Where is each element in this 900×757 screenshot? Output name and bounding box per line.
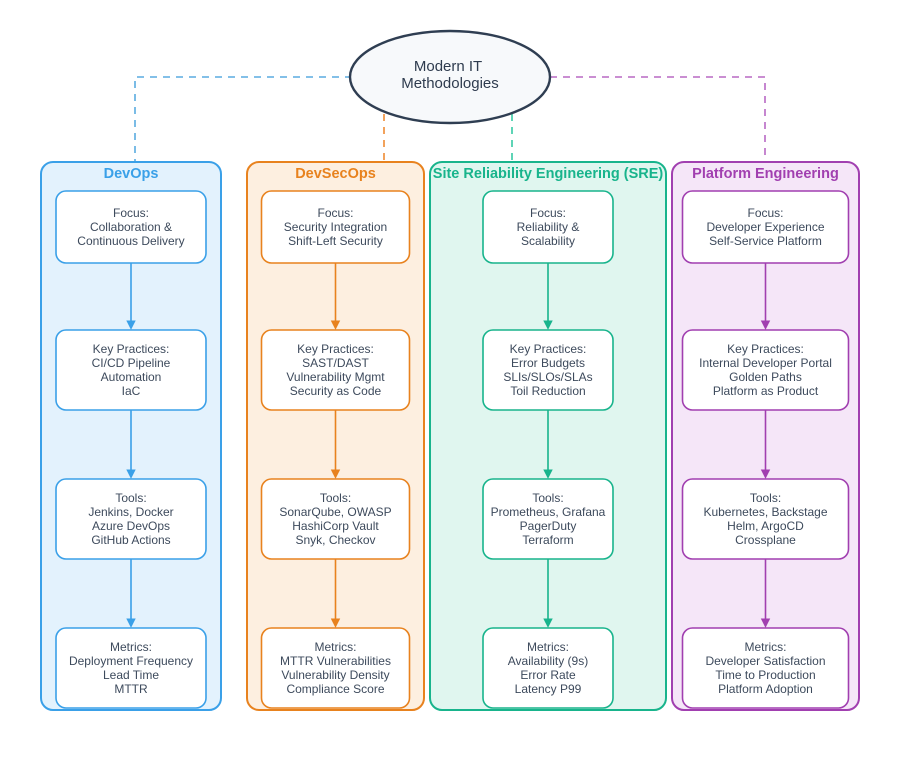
node-line: MTTR Vulnerabilities [280,654,391,668]
node-label-sre-focus: Focus:Reliability &Scalability [517,206,580,248]
node-line: Self-Service Platform [709,234,822,248]
node-line: Vulnerability Mgmt [286,370,385,384]
node-line: Golden Paths [729,370,802,384]
node-line: Error Rate [520,668,576,682]
node-line: Lead Time [103,668,159,682]
node-line: Snyk, Checkov [295,533,375,547]
node-line: Prometheus, Grafana [491,505,606,519]
node-line: Tools: [750,491,781,505]
lane-title-sre: Site Reliability Engineering (SRE) [433,166,664,182]
node-line: SonarQube, OWASP [279,505,391,519]
lane-sre[interactable]: Site Reliability Engineering (SRE) Focus:… [429,161,667,711]
node-line: Metrics: [527,640,569,654]
node-label-devops-focus: Focus:Collaboration &Continuous Delivery [77,206,184,248]
node-line: Focus: [317,206,353,220]
node-line: Toil Reduction [510,384,585,398]
node-line: Azure DevOps [92,519,170,533]
node-line: Tools: [532,491,563,505]
node-line: Focus: [530,206,566,220]
node-devops-metrics[interactable] [55,627,207,709]
node-line: Terraform [522,533,573,547]
node-line: SLIs/SLOs/SLAs [503,370,592,384]
node-line: SAST/DAST [302,356,369,370]
node-line: Collaboration & [90,220,172,234]
root-label: Modern IT Methodologies [401,58,499,92]
node-sre-metrics[interactable] [482,627,614,709]
node-line: Key Practices: [297,342,374,356]
node-line: Metrics: [110,640,152,654]
lane-title-devops: DevOps [104,166,159,182]
node-line: Platform as Product [713,384,819,398]
node-line: Scalability [521,234,575,248]
node-line: Helm, ArgoCD [727,519,804,533]
node-line: Vulnerability Density [281,668,389,682]
root-connector-platform [550,76,770,178]
node-line: Reliability & [517,220,580,234]
node-line: Internal Developer Portal [699,356,832,370]
node-line: Automation [101,370,162,384]
node-line: Jenkins, Docker [88,505,173,519]
node-line: Time to Production [715,668,815,682]
lane-title-devsecops: DevSecOps [295,166,376,182]
node-line: Deployment Frequency [69,654,193,668]
node-line: Error Budgets [511,356,585,370]
node-line: Shift-Left Security [288,234,383,248]
root-label-line-1: Modern IT [414,58,482,75]
node-line: Security Integration [284,220,387,234]
node-line: GitHub Actions [91,533,170,547]
node-line: Kubernetes, Backstage [703,505,827,519]
node-line: Focus: [747,206,783,220]
node-line: Developer Satisfaction [705,654,825,668]
root-label-line-2: Methodologies [401,75,499,92]
node-line: Metrics: [745,640,787,654]
node-line: Tools: [320,491,351,505]
node-line: Key Practices: [510,342,587,356]
node-line: PagerDuty [520,519,577,533]
node-line: Latency P99 [515,682,582,696]
node-platform-metrics[interactable] [681,627,850,709]
node-line: Platform Adoption [718,682,813,696]
node-line: CI/CD Pipeline [92,356,171,370]
node-devsecops-metrics[interactable] [260,627,411,709]
node-line: Tools: [115,491,146,505]
lane-title-platform: Platform Engineering [692,166,839,182]
node-line: Key Practices: [727,342,804,356]
root-node-group: Modern IT Methodologies [348,29,552,125]
node-line: Focus: [113,206,149,220]
root-ellipse [348,29,552,125]
node-line: Availability (9s) [508,654,588,668]
node-line: Developer Experience [706,220,824,234]
node-line: Key Practices: [93,342,170,356]
node-line: Security as Code [290,384,382,398]
node-line: IaC [122,384,141,398]
node-line: Continuous Delivery [77,234,184,248]
node-line: HashiCorp Vault [292,519,379,533]
node-line: Compliance Score [286,682,384,696]
node-line: MTTR [114,682,148,696]
node-line: Crossplane [735,533,796,547]
node-line: Metrics: [315,640,357,654]
